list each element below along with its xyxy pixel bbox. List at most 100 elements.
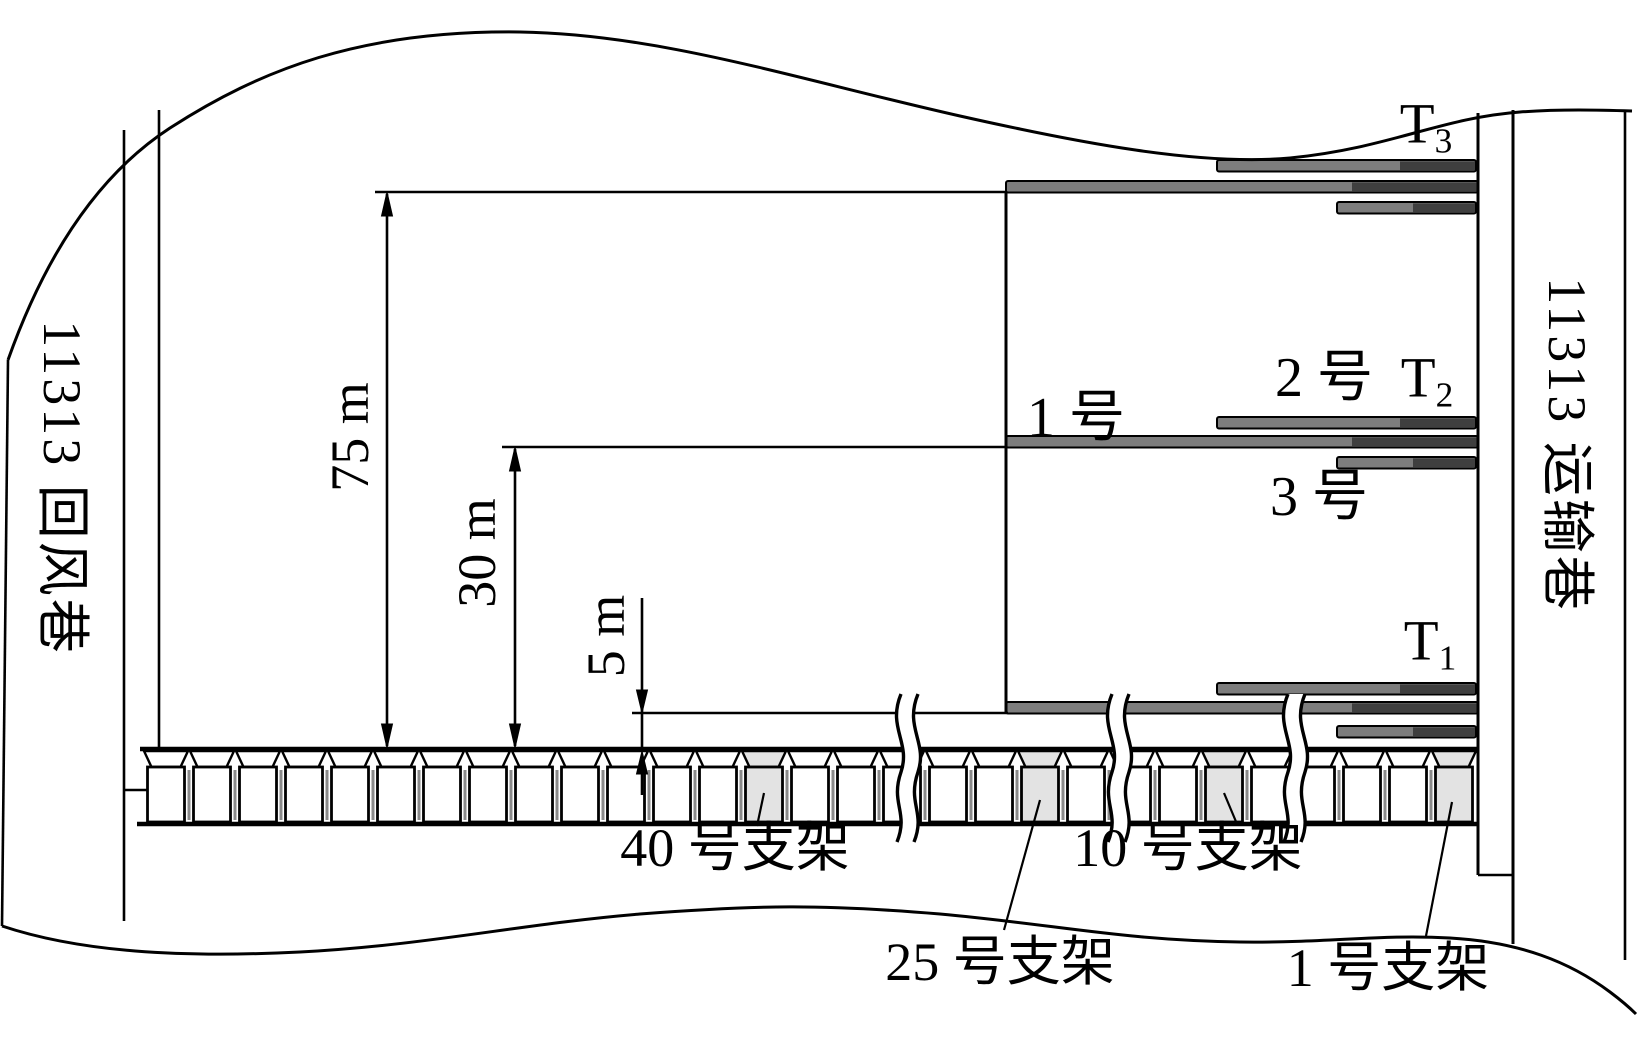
- support-body: [146, 765, 186, 824]
- support-body: [1342, 765, 1382, 824]
- support-body: [1158, 765, 1198, 824]
- support-canopy: [1384, 749, 1432, 769]
- support-unit: [693, 749, 742, 824]
- support-body: [514, 765, 554, 824]
- arrowhead-down-icon: [508, 723, 522, 749]
- support-canopy: [142, 749, 190, 769]
- dimension-5m: [635, 598, 649, 795]
- support-unit: [463, 749, 512, 824]
- dimension-30m: [508, 446, 522, 749]
- arrowhead-down-icon: [380, 723, 394, 749]
- left-roadway-label: 11313 回风巷: [32, 320, 92, 656]
- support-canopy: [234, 749, 282, 769]
- support-unit: [279, 749, 328, 824]
- top-boundary-wave: [6, 30, 1633, 361]
- support-body: [928, 765, 968, 824]
- support-canopy: [694, 749, 742, 769]
- support-unit: [325, 749, 374, 824]
- arrowhead-up-icon: [508, 446, 522, 472]
- dim-label-75m: 75 m: [320, 382, 380, 492]
- support-body: [974, 765, 1014, 824]
- support-canopy: [1016, 749, 1064, 769]
- support-canopy: [418, 749, 466, 769]
- support-unit: [1061, 749, 1110, 824]
- t1-base: T: [1403, 609, 1439, 673]
- dim-label-5m: 5 m: [576, 594, 636, 678]
- drill-pipe-t3-A-dark-segment: [1400, 161, 1475, 171]
- dimension-75m: [380, 191, 394, 749]
- support-body: [652, 765, 692, 824]
- support-body: [836, 765, 876, 824]
- support-body: [790, 765, 830, 824]
- borehole-label-1: 1 号: [1027, 387, 1125, 449]
- support-canopy: [970, 749, 1018, 769]
- bottom-boundary-wave: [1, 905, 1638, 1016]
- support-body: [330, 765, 370, 824]
- support-leader-lines: [755, 792, 1454, 937]
- support-unit: [187, 749, 236, 824]
- support-unit-highlighted: [1429, 749, 1478, 824]
- thermocouple-label-t1: T1: [1404, 612, 1457, 675]
- support-body: [698, 765, 738, 824]
- support-body: [238, 765, 278, 824]
- support-unit: [1383, 749, 1432, 824]
- leader-support-25: [1002, 799, 1042, 931]
- right-roadway-label: 11313 运输巷: [1537, 277, 1597, 613]
- support-canopy: [832, 749, 880, 769]
- support-body: [1066, 765, 1106, 824]
- support-canopy: [372, 749, 420, 769]
- support-canopy: [1246, 749, 1294, 769]
- support-unit: [417, 749, 466, 824]
- support-canopy: [464, 749, 512, 769]
- support-label-40: 40 号支架: [620, 818, 850, 878]
- support-unit-highlighted: [739, 749, 788, 824]
- support-unit-highlighted: [1015, 749, 1064, 824]
- structure-lines: [0, 30, 1638, 1016]
- thermocouple-label-t3: T3: [1400, 95, 1453, 158]
- support-canopy: [1154, 749, 1202, 769]
- drill-pipe-t2-A-dark-segment: [1400, 418, 1475, 428]
- support-unit: [969, 749, 1018, 824]
- support-unit: [555, 749, 604, 824]
- support-body: [1434, 765, 1474, 824]
- leader-support-1: [1424, 801, 1454, 937]
- support-canopy: [648, 749, 696, 769]
- support-label-1: 1 号支架: [1286, 938, 1490, 998]
- borehole-label-2: 2 号: [1275, 347, 1373, 409]
- support-body: [468, 765, 508, 824]
- drill-pipe-t1-C-dark-segment: [1413, 727, 1475, 737]
- drill-pipe-t2-C-dark-segment: [1413, 458, 1475, 468]
- borehole-label-3: 3 号: [1270, 466, 1368, 528]
- hydraulic-supports-layer: [142, 749, 1478, 824]
- drill-pipe-t3-C-dark-segment: [1413, 203, 1475, 213]
- support-label-10: 10 号支架: [1073, 818, 1303, 878]
- support-canopy: [188, 749, 236, 769]
- t2-sub: 2: [1435, 375, 1454, 415]
- support-canopy: [924, 749, 972, 769]
- support-canopy: [1338, 749, 1386, 769]
- t3-sub: 3: [1434, 121, 1453, 161]
- support-body: [560, 765, 600, 824]
- support-canopy: [740, 749, 788, 769]
- support-unit: [831, 749, 880, 824]
- support-unit: [509, 749, 558, 824]
- support-label-25: 25 号支架: [885, 932, 1115, 992]
- support-body: [606, 765, 646, 824]
- support-canopy: [510, 749, 558, 769]
- support-canopy: [1062, 749, 1110, 769]
- arrowhead-up-icon: [380, 191, 394, 217]
- support-canopy: [1200, 749, 1248, 769]
- break-lines-layer: [894, 693, 1310, 843]
- support-body: [192, 765, 232, 824]
- support-unit: [923, 749, 972, 824]
- break-wave-line: [894, 693, 906, 843]
- support-body: [1020, 765, 1060, 824]
- break-wave-line: [1281, 693, 1293, 843]
- support-body: [284, 765, 324, 824]
- support-unit: [233, 749, 282, 824]
- support-unit: [1153, 749, 1202, 824]
- drill-pipe-t1-A-dark-segment: [1400, 684, 1475, 694]
- leader-support-40: [755, 792, 766, 827]
